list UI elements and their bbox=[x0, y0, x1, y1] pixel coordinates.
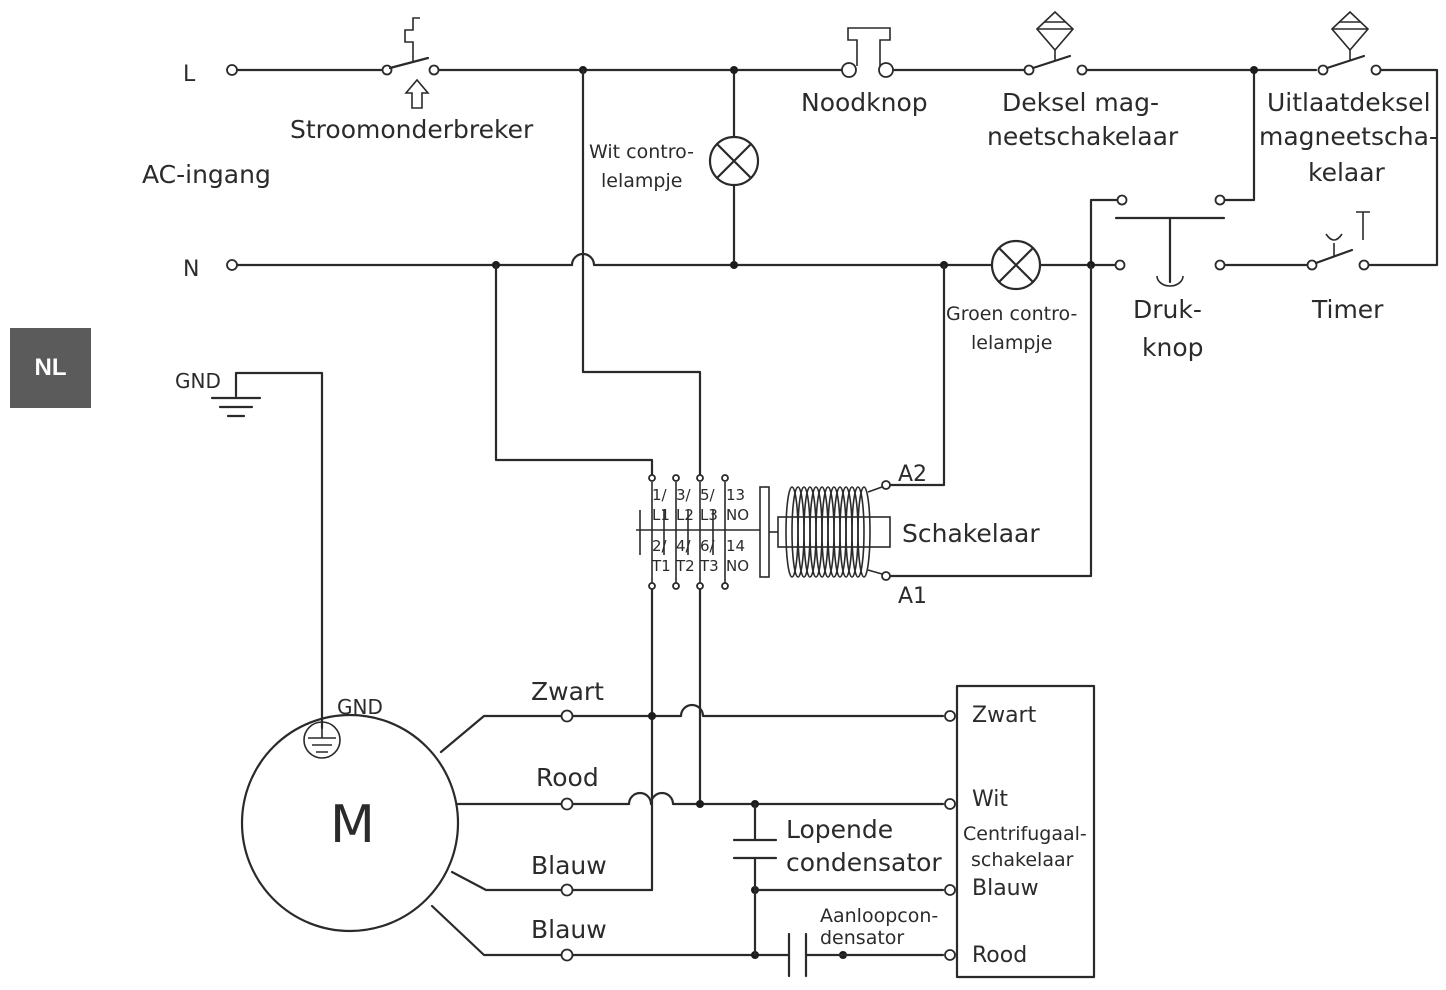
lid-switch-label-1: Deksel mag- bbox=[1002, 88, 1159, 117]
wire-rood-label: Rood bbox=[536, 763, 599, 792]
coil-a2-label: A2 bbox=[898, 462, 927, 487]
n-terminal bbox=[226, 259, 238, 271]
l-terminal bbox=[226, 64, 238, 76]
line-n-label: N bbox=[183, 257, 199, 282]
emergency-stop: Noodknop bbox=[801, 27, 928, 117]
terminal-no-bottom: NO bbox=[726, 557, 749, 575]
gnd-motor-label: GND bbox=[337, 695, 383, 719]
lid-magnetic-switch: Deksel mag- neetschakelaar bbox=[987, 10, 1179, 151]
wire-blauw-1-label: Blauw bbox=[531, 851, 607, 880]
white-lamp-label-1: Wit contro- bbox=[589, 141, 694, 163]
timer-label: Timer bbox=[1311, 295, 1384, 324]
terminal-t1: T1 bbox=[651, 557, 671, 575]
line-l-label: L bbox=[183, 62, 196, 87]
switch-title-1: Centrifugaal- bbox=[963, 823, 1087, 845]
outlet-magnetic-switch: Uitlaatdeksel magneetscha- kelaar bbox=[1259, 10, 1438, 187]
circuit-breaker: Stroomonderbreker bbox=[290, 17, 534, 144]
contactor-feeds bbox=[494, 68, 1093, 578]
motor-label: M bbox=[330, 795, 375, 855]
green-indicator-lamp: Groen contro- lelampje bbox=[946, 239, 1077, 354]
run-cap-label-1: Lopende bbox=[786, 815, 893, 844]
green-lamp-label-1: Groen contro- bbox=[946, 303, 1077, 325]
terminal-l1: L1 bbox=[652, 506, 670, 524]
run-cap-label-2: condensator bbox=[786, 848, 942, 877]
gnd-top-label: GND bbox=[175, 369, 221, 393]
outlet-switch-label-2: magneetscha- bbox=[1259, 122, 1438, 151]
green-lamp-label-2: lelampje bbox=[971, 332, 1052, 354]
terminal-5: 5/ bbox=[700, 486, 716, 504]
start-cap-label-1: Aanloopcon- bbox=[820, 905, 938, 927]
terminal-t3: T3 bbox=[699, 557, 719, 575]
ground-top: GND bbox=[175, 369, 324, 730]
switch-wit-label: Wit bbox=[972, 787, 1008, 812]
terminal-13: 13 bbox=[726, 486, 745, 504]
terminal-14: 14 bbox=[726, 537, 745, 555]
outlet-switch-label-3: kelaar bbox=[1308, 158, 1386, 187]
centrifugal-switch: Zwart Wit Centrifugaal- schakelaar Blauw… bbox=[944, 684, 1096, 979]
start-cap-label-2: densator bbox=[820, 927, 904, 949]
live-line: L bbox=[183, 62, 1439, 267]
coil-loop bbox=[851, 486, 865, 578]
terminal-l2: L2 bbox=[676, 506, 694, 524]
breaker-label: Stroomonderbreker bbox=[290, 115, 534, 144]
motor-wires: Zwart Rood Blauw Blauw bbox=[430, 677, 945, 962]
pushbutton-label-1: Druk- bbox=[1133, 295, 1202, 324]
terminal-4: 4/ bbox=[676, 537, 692, 555]
switch-blauw-label: Blauw bbox=[972, 876, 1039, 901]
push-button: Druk- knop bbox=[1089, 68, 1256, 362]
terminal-2: 2/ bbox=[652, 537, 668, 555]
terminal-l3: L3 bbox=[700, 506, 718, 524]
neutral-line: N bbox=[183, 252, 1310, 282]
timer: Timer bbox=[1306, 211, 1384, 324]
wire-blauw-2-label: Blauw bbox=[531, 915, 607, 944]
wire-zwart-label: Zwart bbox=[531, 677, 604, 706]
switch-rood-label: Rood bbox=[972, 943, 1027, 968]
white-lamp-label-2: lelampje bbox=[601, 170, 682, 192]
lid-switch-label-2: neetschakelaar bbox=[987, 122, 1179, 151]
white-indicator-lamp: Wit contro- lelampje bbox=[589, 68, 760, 267]
terminal-no-top: NO bbox=[726, 506, 749, 524]
start-capacitor: Aanloopcon- densator bbox=[787, 905, 945, 978]
contactor-label: Schakelaar bbox=[902, 519, 1040, 548]
pushbutton-label-2: knop bbox=[1142, 333, 1204, 362]
ac-input-label: AC-ingang bbox=[142, 160, 271, 189]
switch-zwart-label: Zwart bbox=[972, 703, 1037, 728]
terminal-6: 6/ bbox=[700, 537, 716, 555]
terminal-t2: T2 bbox=[675, 557, 695, 575]
coil-a1-label: A1 bbox=[898, 584, 927, 609]
run-capacitor: Lopende condensator bbox=[732, 802, 945, 957]
contactor-coil: A2 A1 Schakelaar bbox=[769, 462, 1040, 609]
language-badge: NL bbox=[10, 328, 91, 408]
emergency-label: Noodknop bbox=[801, 88, 928, 117]
terminal-3: 3/ bbox=[676, 486, 692, 504]
terminal-1: 1/ bbox=[652, 486, 668, 504]
coil-loop bbox=[857, 486, 871, 578]
switch-title-2: schakelaar bbox=[971, 849, 1074, 871]
outlet-switch-label-1: Uitlaatdeksel bbox=[1267, 88, 1431, 117]
motor: M GND bbox=[240, 695, 460, 933]
contactor: 1/ 3/ 5/ 13 L1 L2 L3 NO 2/ 4/ 6/ 14 T1 T… bbox=[636, 474, 770, 892]
